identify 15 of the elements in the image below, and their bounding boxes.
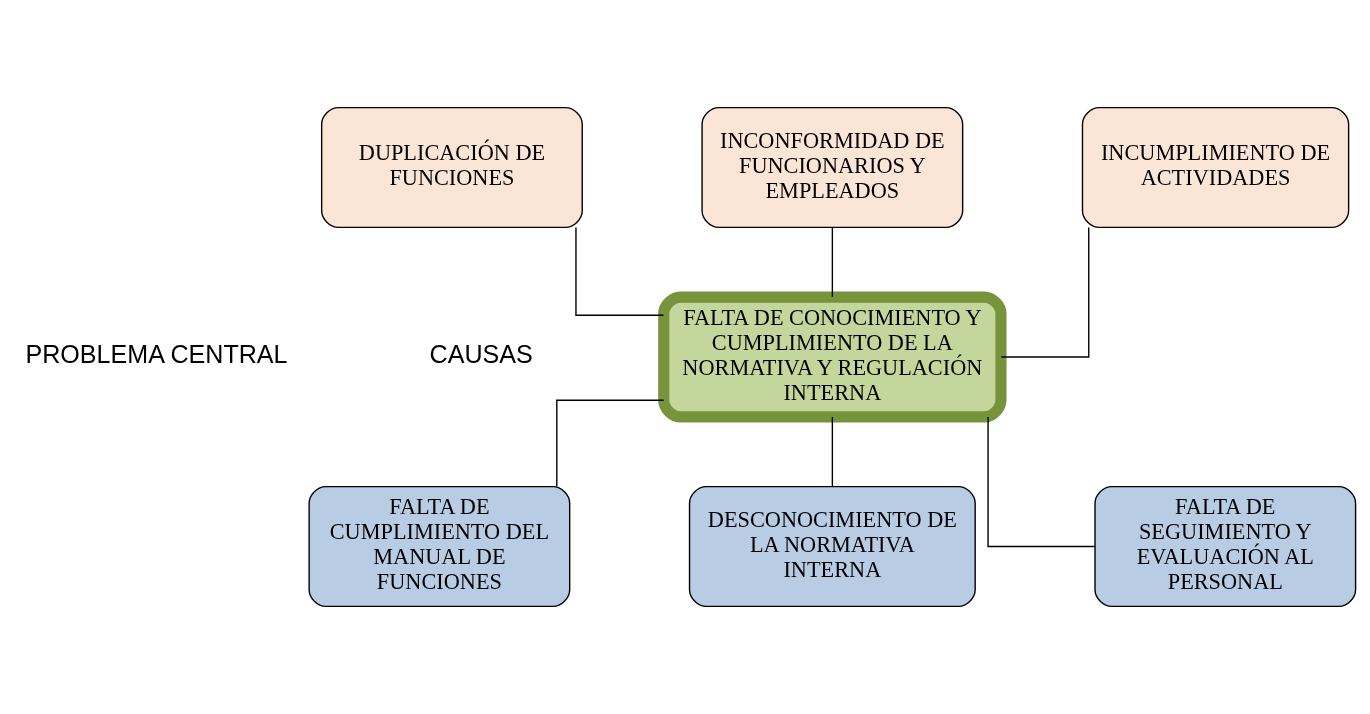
label: CAUSAS <box>429 340 533 369</box>
node-box: DESCONOCIMIENTO DE LA NORMATIVA INTERNA <box>688 485 976 608</box>
node-box: INCONFORMIDAD DE FUNCIONARIOS Y EMPLEADOS <box>701 106 964 229</box>
label: PROBLEMA CENTRAL <box>25 340 288 369</box>
node-box: DUPLICACIÓN DE FUNCIONES <box>320 106 583 229</box>
node-box: INCUMPLIMIENTO DE ACTIVIDADES <box>1081 106 1350 229</box>
connector <box>556 399 665 488</box>
connector <box>575 226 665 316</box>
connector <box>831 226 834 298</box>
connector <box>1000 226 1090 358</box>
connector <box>987 416 1096 548</box>
connector <box>831 416 834 487</box>
node-box: FALTA DE SEGUIMIENTO Y EVALUACIÓN AL PERSONAL <box>1094 485 1357 608</box>
node-box: FALTA DE CUMPLIMIENTO DEL MANUAL DE FUNCIONES <box>308 485 571 608</box>
node-box: FALTA DE CONOCIMIENTO Y CUMPLIMIENTO DE LA NORMATIVA Y REGULACIÓN INTERNA <box>658 291 1007 423</box>
